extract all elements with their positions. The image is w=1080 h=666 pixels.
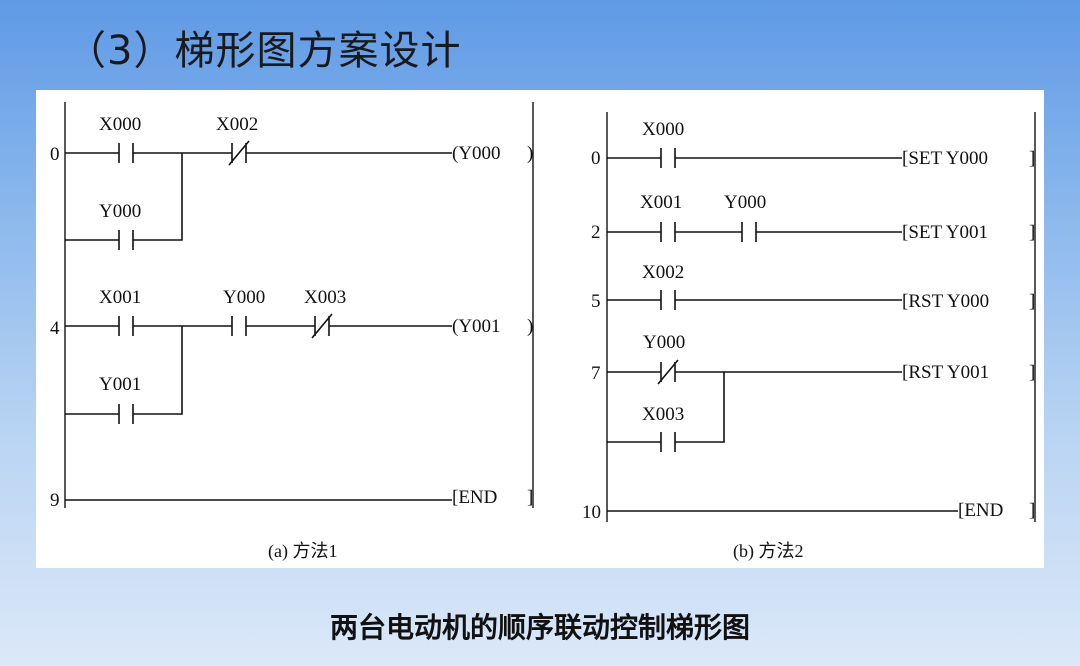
end-instruction: [END [452,487,497,508]
diagram-a: 0 4 9 X000 X002 Y000 (Y000 ) X001 Y000 X [50,102,534,562]
set-instruction: [SET Y000 [902,148,988,169]
output-bracket: ] [1029,500,1035,521]
output-bracket: ] [1029,148,1035,169]
step-number: 7 [591,363,601,384]
step-number: 4 [50,318,60,339]
no-contact [231,316,247,336]
rst-instruction: [RST Y000 [902,291,989,312]
set-instruction: [SET Y001 [902,222,988,243]
ladder-diagram-panel: 0 4 9 X000 X002 Y000 (Y000 ) X001 Y000 X [36,90,1044,568]
output-bracket: ) [527,316,533,337]
step-number: 0 [50,144,60,165]
rung-b-5: X002 [RST Y000 ] [607,262,1035,312]
rung-b-0: X000 [SET Y000 ] [607,119,1035,169]
output-coil-label: (Y000 [452,143,501,164]
rung-a-0: X000 X002 Y000 (Y000 ) [65,114,533,250]
diagram-a-caption: (a) 方法1 [268,541,337,562]
nc-contact [311,313,333,339]
no-contact [660,432,676,452]
contact-label: X000 [99,114,141,135]
nc-contact [228,140,250,166]
diagram-b: 0 2 5 7 10 X000 [SET Y000 ] X001 Y000 [S… [582,112,1036,562]
contact-label: X003 [642,404,684,425]
contact-label: X001 [640,192,682,213]
step-number: 10 [582,502,601,523]
ladder-diagrams: 0 4 9 X000 X002 Y000 (Y000 ) X001 Y000 X [50,102,1036,562]
no-contact [660,222,676,242]
output-bracket: ] [1029,291,1035,312]
step-number: 2 [591,222,601,243]
contact-label: Y000 [99,201,141,222]
rung-a-4: X001 Y000 X003 Y001 (Y001 ) [65,287,533,424]
contact-label: Y000 [724,192,766,213]
step-number: 0 [591,148,601,169]
no-contact [660,148,676,168]
output-bracket: ] [1029,362,1035,383]
contact-label: X003 [304,287,346,308]
contact-label: X000 [642,119,684,140]
slide-title: （3）梯形图方案设计 [66,28,462,74]
contact-label: X001 [99,287,141,308]
no-contact [118,230,134,250]
rung-b-2: X001 Y000 [SET Y001 ] [607,192,1035,243]
nc-contact [657,359,679,385]
contact-label: X002 [642,262,684,283]
output-coil-label: (Y001 [452,316,501,337]
no-contact [660,290,676,310]
diagram-b-caption: (b) 方法2 [733,541,804,562]
contact-label: Y001 [99,374,141,395]
no-contact [118,143,134,163]
step-number: 5 [591,291,601,312]
figure-caption: 两台电动机的顺序联动控制梯形图 [329,611,750,644]
rung-b-end: [END ] [607,500,1035,521]
rung-b-7: Y000 X003 [RST Y001 ] [607,332,1035,452]
rung-a-end: [END ] [65,487,533,508]
contact-label: Y000 [643,332,685,353]
output-bracket: ] [527,487,533,508]
contact-label: X002 [216,114,258,135]
no-contact [118,316,134,336]
output-bracket: ] [1029,222,1035,243]
step-number: 9 [50,490,60,511]
contact-label: Y000 [223,287,265,308]
rst-instruction: [RST Y001 [902,362,989,383]
end-instruction: [END [958,500,1003,521]
no-contact [741,222,757,242]
no-contact [118,404,134,424]
output-bracket: ) [527,143,533,164]
